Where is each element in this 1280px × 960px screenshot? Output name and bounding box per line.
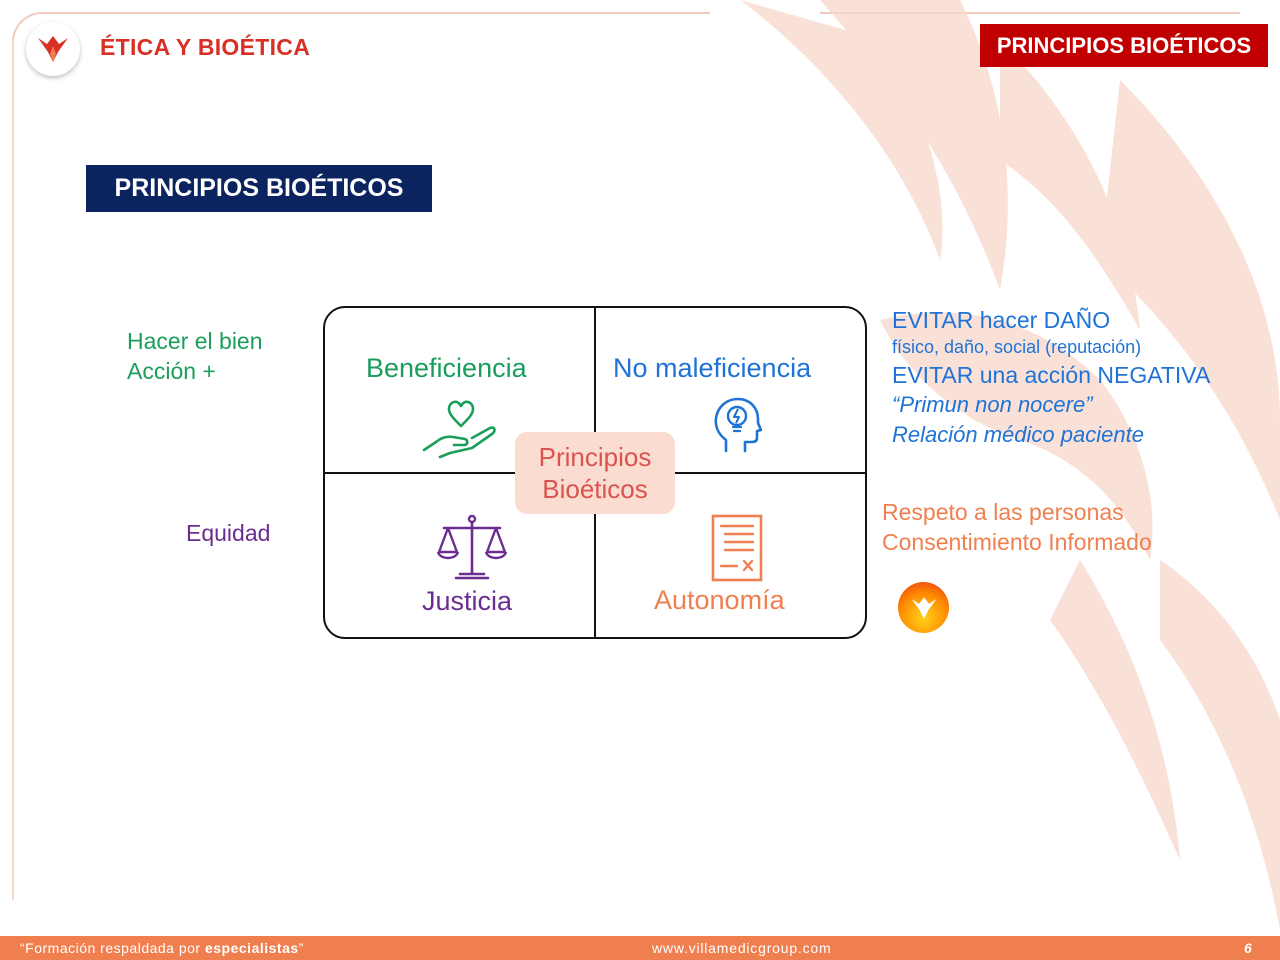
scale-icon	[436, 514, 508, 580]
frame-line	[820, 12, 1240, 14]
note-line: “Primun non nocere”	[892, 392, 1093, 417]
brand-logo	[26, 22, 80, 76]
section-title: PRINCIPIOS BIOÉTICOS	[86, 165, 432, 212]
center-label: Principios Bioéticos	[515, 432, 675, 514]
frame-line	[12, 40, 14, 900]
phoenix-icon	[38, 36, 68, 62]
note-line: EVITAR hacer DAÑO	[892, 307, 1111, 333]
note-line: EVITAR una acción NEGATIVA	[892, 362, 1211, 388]
quadrant-label-autonomia: Autonomía	[654, 585, 785, 615]
page-number: 6	[1244, 940, 1252, 956]
course-title: ÉTICA Y BIOÉTICA	[100, 34, 311, 60]
quadrant-label-justicia: Justicia	[422, 586, 513, 616]
center-label-line: Bioéticos	[542, 474, 648, 504]
note-line: Relación médico paciente	[892, 422, 1144, 447]
center-label-line: Principios	[538, 442, 652, 472]
note-line: físico, daño, social (reputación)	[892, 337, 1142, 357]
phoenix-icon	[911, 596, 936, 619]
frame-line	[40, 12, 710, 14]
phoenix-watermark	[740, 0, 1280, 930]
document-icon	[711, 514, 763, 582]
note-line: Acción +	[127, 358, 216, 384]
note-line: Consentimiento Informado	[882, 529, 1152, 555]
topic-badge: PRINCIPIOS BIOÉTICOS	[980, 24, 1268, 67]
footer-bar: “Formación respaldada por especialistas”…	[0, 936, 1280, 960]
footer-url[interactable]: www.villamedicgroup.com	[652, 940, 832, 956]
note-no-maleficencia: EVITAR hacer DAÑO físico, daño, social (…	[892, 306, 1210, 450]
note-autonomia: Respeto a las personas Consentimiento In…	[882, 497, 1152, 557]
frame-corner	[12, 12, 54, 54]
note-line: Hacer el bien	[127, 328, 263, 354]
quadrant-label-beneficencia: Beneficiencia	[366, 353, 527, 383]
note-line: Respeto a las personas	[882, 499, 1124, 525]
footer-tagline: “Formación respaldada por especialistas”	[20, 940, 304, 956]
note-beneficencia: Hacer el bien Acción +	[127, 326, 263, 386]
quadrant-label-no-maleficencia: No maleficiencia	[613, 353, 812, 383]
brand-logo-small	[898, 582, 949, 633]
head-bulb-icon	[714, 397, 762, 453]
note-justicia: Equidad	[186, 520, 271, 546]
heart-hand-icon	[422, 400, 496, 459]
principles-grid	[323, 306, 867, 639]
